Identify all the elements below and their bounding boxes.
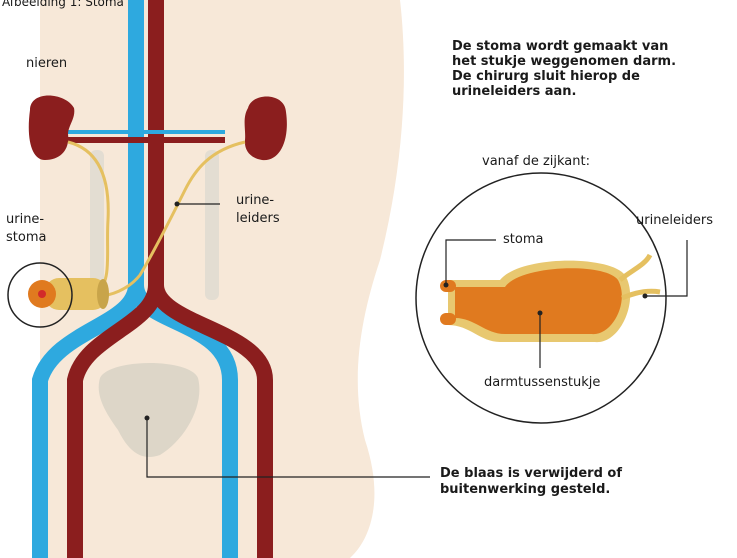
label-stoma: stoma: [503, 233, 543, 247]
label-urinestoma-1: urine-: [6, 213, 44, 227]
intestine-end: [97, 279, 109, 309]
leader-bladder-dot: [145, 416, 150, 421]
stoma-core: [38, 290, 46, 298]
intro-line-2: het stukje weggenomen darm.: [452, 55, 676, 69]
label-darmtussenstukje: darmtussenstukje: [484, 376, 600, 390]
intro-line-1: De stoma wordt gemaakt van: [452, 40, 668, 54]
figure-heading: Afbeelding 1: Stoma: [2, 0, 124, 9]
leader-urineleiders-dot: [175, 202, 180, 207]
intro-line-3: De chirurg sluit hierop de: [452, 70, 640, 84]
label-urineleiders-side: urineleiders: [636, 214, 713, 228]
leader-stoma-dot: [444, 283, 449, 288]
label-blaas-1: De blaas is verwijderd of: [440, 467, 622, 481]
label-urineleiders-1: urine-: [236, 194, 274, 208]
label-urineleiders-2: leiders: [236, 212, 280, 226]
label-blaas-2: buitenwerking gesteld.: [440, 483, 610, 497]
label-nieren: nieren: [26, 57, 67, 71]
leader-darmtussenstukje-dot: [538, 311, 543, 316]
intro-line-4: urineleiders aan.: [452, 85, 576, 99]
leader-side-ureters-dot: [643, 294, 648, 299]
label-side-view: vanaf de zijkant:: [482, 155, 590, 169]
ureter-shadow-right: [205, 150, 219, 300]
side-stoma-bottom: [440, 313, 456, 325]
label-urinestoma-2: stoma: [6, 231, 46, 245]
